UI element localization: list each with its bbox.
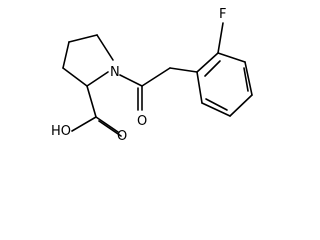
carboxylic-acid-group [71,85,122,137]
bond-n-c2 [86,71,109,87]
bond-aryl-1 [196,52,219,73]
molecule-structure: N O O HO F [51,7,253,143]
carbonyl-oxygen-label: O [137,114,147,129]
nitrogen-label: N [110,65,120,80]
aromatic-inner-1 [204,60,221,77]
fluorine-label: F [219,7,226,22]
bond-c2-c3 [62,67,88,87]
fluorophenyl-ring [196,52,253,117]
bond-aryl-f [217,22,224,54]
bond-aryl-5 [201,102,231,117]
bond-cooh-o-double-1 [95,116,119,133]
fluorine-bond [217,22,224,54]
bond-c2-cooh [86,85,97,118]
bond-c3-c4 [62,41,70,69]
bond-aryl-3 [244,61,253,96]
bond-carbonyl-ch2 [141,67,171,87]
bond-cooh-o-double-2 [98,120,122,137]
bond-c4-c5 [68,34,98,43]
bond-c5-n [96,34,114,61]
aromatic-inner-2 [243,67,249,92]
bond-aryl-6 [196,71,203,104]
bond-aryl-4 [229,94,253,117]
acid-oxygen-label: O [117,129,127,143]
acyl-group [119,67,198,111]
pyrrolidine-ring [62,34,114,87]
aromatic-inner-3 [205,98,228,111]
hydroxyl-label: HO [51,124,71,139]
bond-ch2-aryl [169,67,198,73]
bond-aryl-2 [217,52,246,63]
bond-n-carbonyl [119,74,143,87]
bond-cooh-oh [71,116,97,132]
